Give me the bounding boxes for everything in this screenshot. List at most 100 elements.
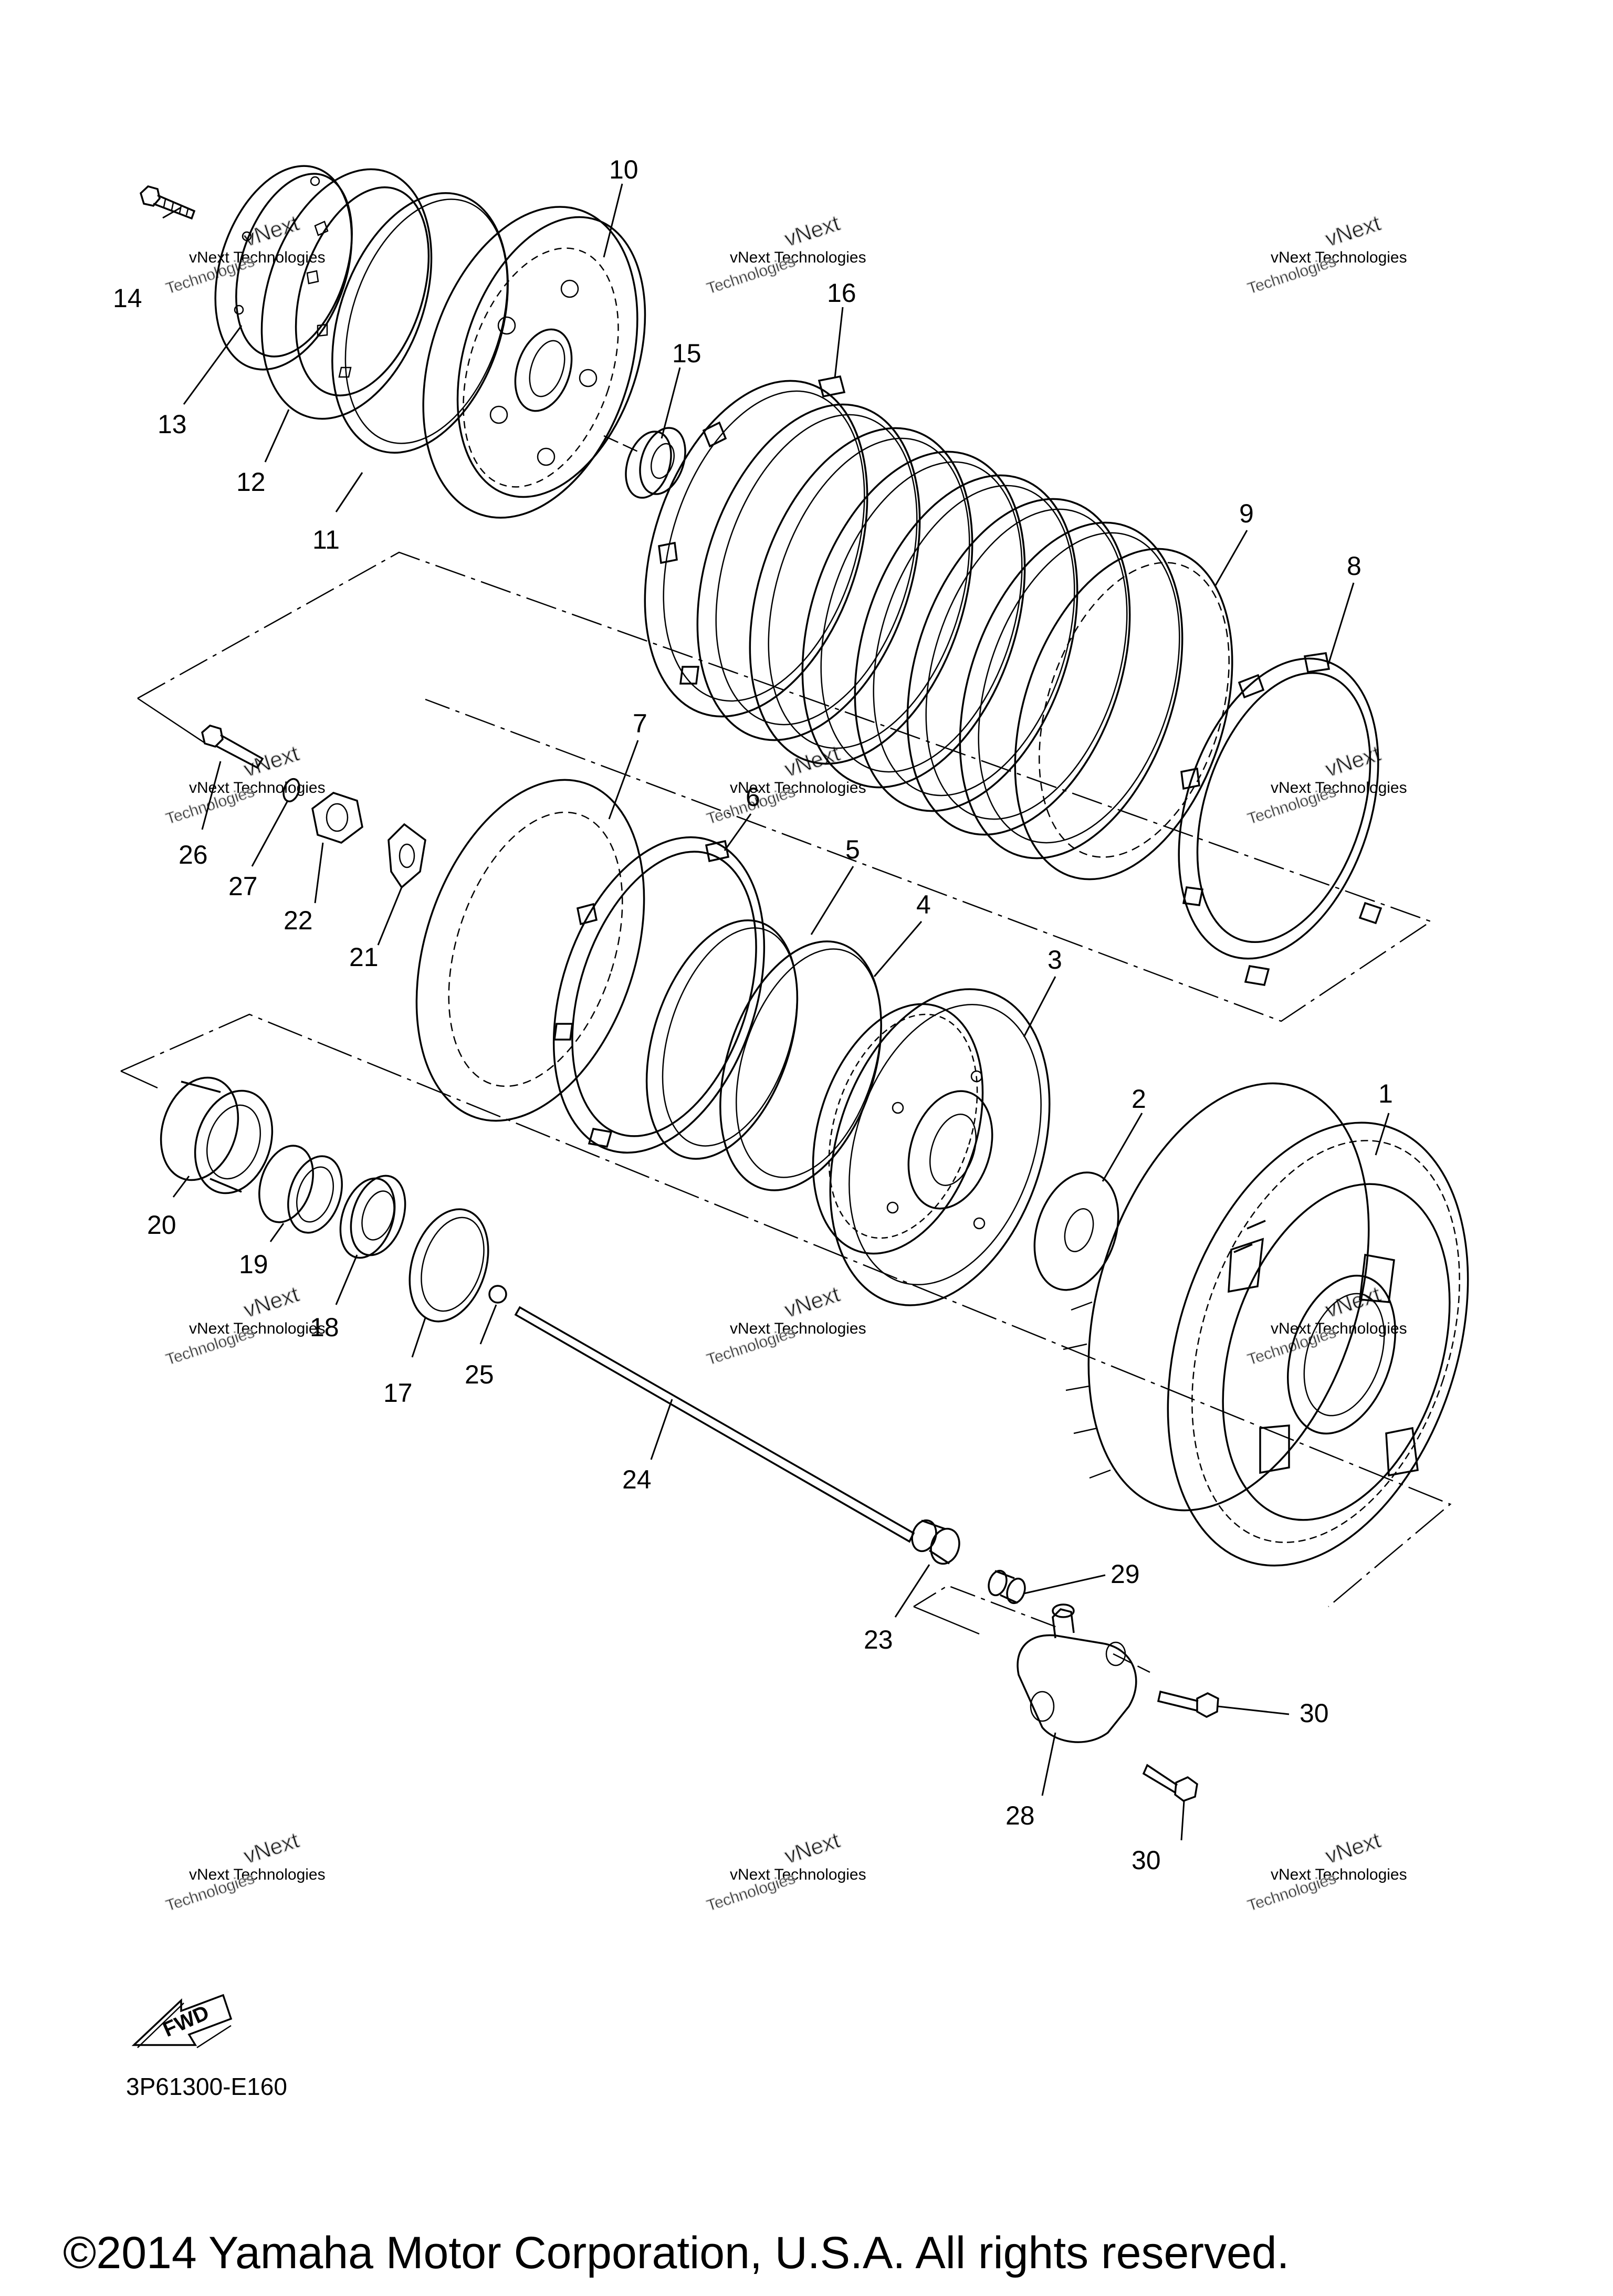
collar-part-29 [988, 1569, 1026, 1605]
bolt-part-26 [201, 725, 264, 769]
callout-19: 19 [239, 1250, 268, 1279]
callout-16: 16 [827, 278, 856, 308]
svg-text:vNext Technologies: vNext Technologies [1271, 1320, 1407, 1337]
callout-26: 26 [179, 840, 208, 869]
ball-part-25 [488, 1285, 507, 1304]
clutch-boss-part-3 [812, 988, 1051, 1306]
callout-8: 8 [1347, 551, 1361, 581]
plate-stack-part-16-9 [644, 375, 1233, 880]
lock-washer-part-21 [387, 823, 426, 889]
rod-part-23 [911, 1519, 960, 1565]
plate-part-12 [260, 168, 433, 420]
ring-part-4 [719, 940, 882, 1191]
callout-12: 12 [236, 467, 266, 497]
svg-text:vNext Technologies: vNext Technologies [189, 249, 326, 266]
callout-10: 10 [609, 155, 638, 184]
clutch-housing-part-1 [1063, 1082, 1469, 1567]
svg-text:vNext: vNext [240, 741, 302, 782]
callout-30: 30 [1300, 1699, 1329, 1728]
callout-28: 28 [1005, 1801, 1035, 1830]
washer-part-17 [409, 1208, 489, 1323]
friction-plate-part-8 [1178, 652, 1382, 986]
svg-text:vNext: vNext [1322, 741, 1384, 782]
svg-text:vNext Technologies: vNext Technologies [730, 1320, 866, 1337]
friction-plate-part-6 [552, 836, 766, 1154]
collar-part-19 [258, 1145, 343, 1234]
callout-2: 2 [1132, 1084, 1146, 1114]
svg-text:vNext: vNext [240, 1282, 302, 1323]
fwd-arrow-icon: FWD [131, 1994, 233, 2049]
ring-part-11 [331, 192, 509, 454]
watermark: vNext Technologies vNext Technologies [163, 740, 326, 829]
callout-11: 11 [312, 525, 340, 554]
watermark: vNext Technologies vNext Technologies [1245, 210, 1407, 298]
callout-21: 21 [349, 942, 379, 972]
ring-part-5 [645, 919, 799, 1160]
callout-14: 14 [113, 284, 142, 313]
callout-7: 7 [633, 709, 647, 738]
steel-plate-part-7 [415, 779, 645, 1122]
callout-25: 25 [465, 1360, 494, 1389]
callout-5: 5 [845, 835, 860, 864]
fwd-label: FWD [160, 2001, 213, 2041]
washer-part-2 [1033, 1171, 1119, 1291]
bearing-part-18 [339, 1175, 406, 1259]
bearing-part-15 [603, 427, 686, 499]
watermark: vNext Technologies vNext Technologies [704, 1281, 866, 1369]
watermark: vNext Technologies vNext Technologies [704, 1827, 866, 1915]
callout-15: 15 [672, 339, 701, 368]
callout-29: 29 [1111, 1559, 1140, 1589]
svg-text:vNext: vNext [1322, 1828, 1384, 1869]
push-rod-part-24 [514, 1306, 915, 1543]
bolt-part-30 [1157, 1690, 1219, 1718]
watermark: vNext Technologies vNext Technologies [704, 740, 866, 829]
svg-text:vNext: vNext [781, 1828, 843, 1869]
svg-text:vNext Technologies: vNext Technologies [1271, 779, 1407, 796]
callout-18: 18 [310, 1313, 339, 1342]
svg-text:vNext Technologies: vNext Technologies [189, 779, 326, 796]
svg-text:vNext: vNext [781, 1282, 843, 1323]
bolt-part-14 [140, 185, 196, 220]
svg-text:vNext: vNext [781, 211, 843, 251]
pressure-plate-part-10 [422, 206, 646, 519]
callout-20: 20 [147, 1210, 176, 1240]
svg-text:vNext Technologies: vNext Technologies [730, 249, 866, 266]
svg-text:vNext Technologies: vNext Technologies [730, 779, 866, 796]
leader-lines [162, 183, 1390, 1841]
svg-text:vNext: vNext [240, 1828, 302, 1869]
copyright-notice: ©2014 Yamaha Motor Corporation, U.S.A. A… [63, 2228, 1290, 2278]
callout-17: 17 [383, 1378, 413, 1408]
svg-text:vNext Technologies: vNext Technologies [189, 1320, 326, 1337]
callout-9: 9 [1239, 499, 1254, 528]
svg-text:vNext Technologies: vNext Technologies [1271, 1866, 1407, 1883]
callout-30: 30 [1132, 1846, 1161, 1875]
svg-text:vNext: vNext [1322, 211, 1384, 251]
push-lever-part-28 [1017, 1603, 1137, 1743]
watermark: vNext Technologies vNext Technologies [1245, 740, 1407, 829]
watermark: vNext Technologies vNext Technologies [1245, 1281, 1407, 1369]
callout-3: 3 [1048, 945, 1062, 974]
callout-23: 23 [864, 1625, 893, 1654]
plate-part-13 [214, 165, 353, 371]
nut-part-22 [311, 792, 363, 844]
callout-6: 6 [746, 782, 760, 812]
svg-text:vNext Technologies: vNext Technologies [730, 1866, 866, 1883]
svg-text:vNext: vNext [240, 211, 302, 251]
callout-22: 22 [284, 906, 313, 935]
svg-text:vNext Technologies: vNext Technologies [1271, 249, 1407, 266]
callout-27: 27 [228, 872, 258, 901]
svg-text:vNext Technologies: vNext Technologies [189, 1866, 326, 1883]
callout-13: 13 [158, 410, 187, 439]
bolt-part-30 [1142, 1764, 1198, 1802]
watermark: vNext Technologies vNext Technologies [1245, 1827, 1407, 1915]
assembly-lines [120, 551, 1452, 1673]
collar-part-20 [160, 1076, 274, 1194]
watermark: vNext Technologies vNext Technologies [163, 1281, 326, 1369]
diagram-code: 3P61300-E160 [126, 2073, 287, 2100]
callouts: 1 2 3 4 5 6 7 8 9 10 11 12 13 14 15 16 1… [113, 155, 1393, 1875]
callout-4: 4 [916, 890, 931, 919]
callout-1: 1 [1378, 1079, 1393, 1108]
watermark: vNext Technologies vNext Technologies [163, 1827, 326, 1915]
callout-24: 24 [622, 1465, 652, 1494]
